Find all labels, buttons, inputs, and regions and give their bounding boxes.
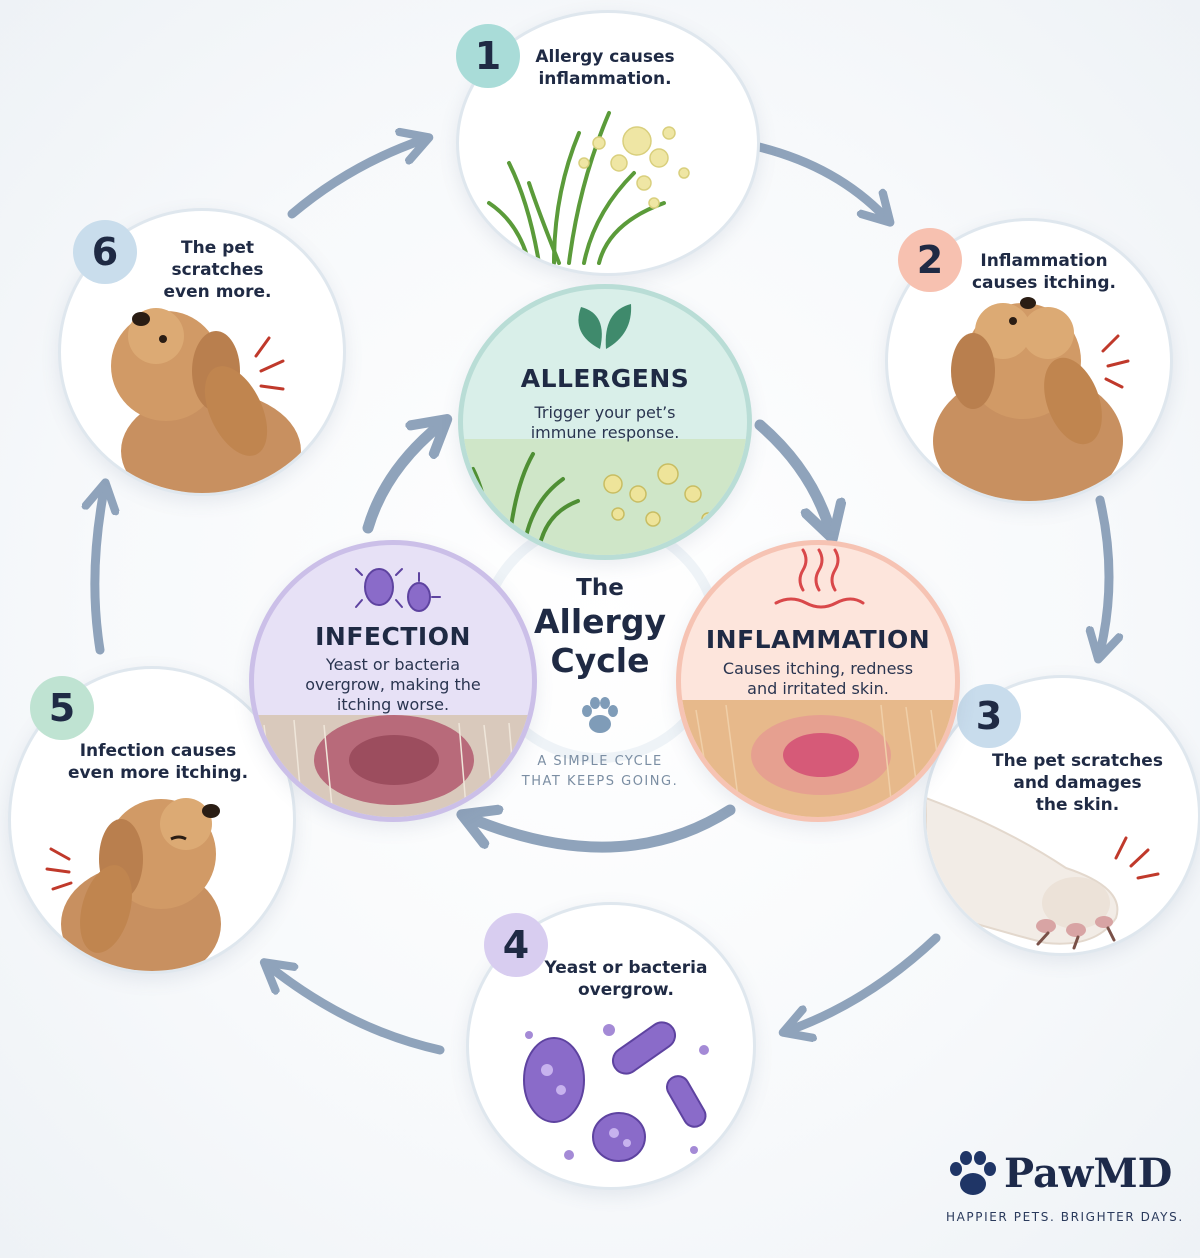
inflammation-circle: INFLAMMATION Causes itching, redness and… [676,540,960,822]
step-1-text-line: Allergy causes [535,47,675,67]
bacteria-icon [523,1021,709,1162]
step-4-text-line: overgrow. [578,980,674,1000]
arrow-inflammation-to-infection [470,804,736,853]
infection-skin-art [254,568,532,817]
step-3-text-line: The pet scratches [992,751,1163,771]
step-6-text-line: even more. [163,282,272,302]
step-3-text: The pet scratches and damages the skin. [985,750,1170,816]
center-tagline-line: A SIMPLE CYCLE [537,754,663,769]
step-3-text-line: and damages [1013,773,1142,793]
step-6-text-line: scratches [171,260,264,280]
step-4-number: 4 [502,923,530,967]
infection-desc-line: overgrow, making the [305,675,481,694]
brand-name: PawMD [1004,1150,1173,1197]
arrow-3-to-4 [790,933,941,1030]
center-title-allergy: Allergy [534,602,666,641]
step-2-number: 2 [916,238,944,282]
step-6-circle [58,208,346,496]
step-6-badge: 6 [73,220,137,284]
step-2-text-line: Inflammation [980,251,1108,271]
allergens-circle: ALLERGENS Trigger your pet’s immune resp… [458,284,752,560]
step-5-number: 5 [48,686,76,730]
center-title-the: The [576,575,624,601]
arrow-2-to-3 [1100,495,1109,652]
infection-circle: INFECTION Yeast or bacteria overgrow, ma… [249,540,537,822]
center-tagline-line: THAT KEEPS GOING. [521,774,679,789]
step-5-badge: 5 [30,676,94,740]
inflammation-skin-art [681,548,955,817]
arrow-6-to-1 [287,140,422,219]
dog-scratching-icon [933,297,1130,501]
center-title: The Allergy Cycle [520,574,680,680]
microbe-icon [355,568,441,612]
step-3-text-line: the skin. [1035,795,1120,815]
dog-scratching-icon [45,798,221,971]
infection-desc-line: Yeast or bacteria [325,655,461,674]
step-6-text: The pet scratches even more. [150,237,285,303]
allergens-meadow-art [463,304,747,555]
arrow-5-to-6 [95,490,104,655]
step-6-number: 6 [91,230,119,274]
step-1-text: Allergy causes inflammation. [520,46,690,90]
step-2-badge: 2 [898,228,962,292]
step-5-text: Infection causes even more itching. [58,740,258,784]
step-3-circle [923,675,1200,956]
leaf-icon [578,304,632,349]
step-5-text-line: even more itching. [67,763,249,783]
infection-title: INFECTION [315,622,471,651]
paw-icon [582,697,618,733]
allergens-desc-line: Trigger your pet’s [534,403,676,422]
step-4-text-line: Yeast or bacteria [544,958,708,978]
dog-scratching-icon [111,308,301,493]
step-5-text-line: Infection causes [79,741,237,761]
arrow-1-to-2 [750,141,885,217]
infection-desc: Yeast or bacteria overgrow, making the i… [254,655,532,715]
step-1-text-line: inflammation. [538,69,672,89]
inflammation-desc-line: Causes itching, redness [722,659,914,678]
step-2-circle [885,218,1173,504]
arrow-infection-to-allergens [362,425,440,534]
step-6-text-line: The pet [181,238,254,258]
grass-pollen-icon [487,111,690,265]
infection-desc-line: itching worse. [336,695,450,714]
step-2-text: Inflammation causes itching. [960,250,1128,294]
inflammation-desc: Causes itching, redness and irritated sk… [681,659,955,699]
step-2-text-line: causes itching. [971,273,1117,293]
allergens-desc-line: immune response. [530,423,680,442]
arrow-4-to-5 [270,967,445,1055]
step-1-badge: 1 [456,24,520,88]
step-3-badge: 3 [957,684,1021,748]
center-title-cycle: Cycle [550,641,650,680]
step-1-number: 1 [474,34,502,78]
dog-paw-claws-icon [926,796,1160,950]
inflammation-title: INFLAMMATION [705,625,931,654]
center-tagline: A SIMPLE CYCLE THAT KEEPS GOING. [480,752,720,792]
paw-logo-icon [950,1151,996,1195]
inflammation-desc-line: and irritated skin. [747,679,889,698]
arrow-allergens-to-inflammation [754,419,830,530]
heat-waves-icon [774,548,865,609]
step-4-text: Yeast or bacteria overgrow. [540,957,712,1001]
step-1-circle [456,10,760,276]
allergens-desc: Trigger your pet’s immune response. [463,403,747,443]
step-3-number: 3 [975,694,1003,738]
brand-tagline: HAPPIER PETS. BRIGHTER DAYS. [946,1210,1184,1224]
allergens-title: ALLERGENS [520,364,690,393]
step-4-badge: 4 [484,913,548,977]
